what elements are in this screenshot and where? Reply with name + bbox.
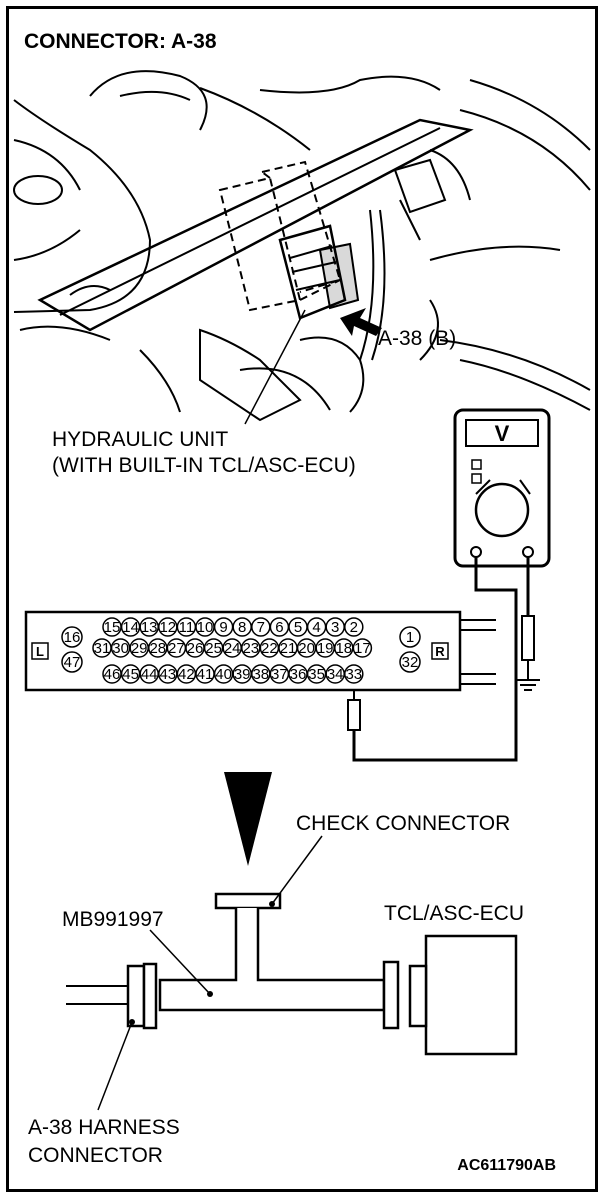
pin-6: 6 — [275, 619, 283, 636]
pin-3: 3 — [331, 619, 339, 636]
pin-22: 22 — [261, 640, 278, 657]
connector-right-mark: R — [435, 644, 445, 659]
pin-38: 38 — [252, 666, 269, 683]
pin-14: 14 — [122, 619, 139, 636]
pin-47-circle — [61, 651, 83, 673]
ground-clip — [516, 615, 540, 691]
pin-16: 16 — [64, 629, 81, 646]
pin-44: 44 — [141, 666, 158, 683]
pin-32: 32 — [402, 654, 419, 671]
pin-29: 29 — [131, 640, 148, 657]
harness-label-line2: CONNECTOR — [28, 1144, 163, 1167]
arrow-label: A-38 (B) — [378, 327, 456, 350]
pin-39: 39 — [234, 666, 251, 683]
pin-33-circle — [344, 664, 364, 684]
pin-36: 36 — [290, 666, 307, 683]
voltmeter — [453, 408, 551, 568]
pin-42: 42 — [178, 666, 195, 683]
pin-19: 19 — [317, 640, 334, 657]
diagram-frame — [6, 6, 598, 1192]
pin-13: 13 — [141, 619, 158, 636]
down-arrow — [224, 772, 272, 866]
engine-bay-illustration — [13, 70, 591, 422]
tool-dot — [207, 991, 213, 997]
pin-25: 25 — [205, 640, 222, 657]
pin-9: 9 — [219, 619, 227, 636]
harness-leader-lines — [97, 835, 323, 1111]
harness-dot — [129, 1019, 135, 1025]
pin-17: 17 — [354, 640, 371, 657]
pin-32-circle — [399, 651, 421, 673]
connector-pointer-arrow — [340, 308, 382, 336]
pin-20: 20 — [298, 640, 315, 657]
pin-17-circle — [352, 638, 373, 658]
pin-8: 8 — [238, 619, 246, 636]
hydraulic-unit-label-line2: (WITH BUILT-IN TCL/ASC-ECU) — [52, 454, 356, 477]
pin-5: 5 — [294, 619, 302, 636]
diagram-title: CONNECTOR: A-38 — [24, 30, 217, 53]
pin-35: 35 — [308, 666, 325, 683]
pin-1: 1 — [406, 629, 414, 646]
pin-12: 12 — [159, 619, 176, 636]
pin-21: 21 — [280, 640, 297, 657]
pin-26: 26 — [187, 640, 204, 657]
pin-37: 37 — [271, 666, 288, 683]
check-connector-dot — [269, 901, 275, 907]
connector-left-mark: L — [36, 644, 44, 659]
pin-4: 4 — [312, 619, 320, 636]
ecu-label: TCL/ASC-ECU — [384, 902, 524, 925]
check-connector-label: CHECK CONNECTOR — [296, 812, 510, 835]
pin-30: 30 — [112, 640, 129, 657]
pin-1-circle — [399, 626, 421, 648]
pin-18: 18 — [335, 640, 352, 657]
connector-right-pins: 132 — [399, 626, 421, 673]
pin-46: 46 — [104, 666, 121, 683]
harness-label-line1: A-38 HARNESS — [28, 1116, 180, 1139]
pin-45: 45 — [122, 666, 139, 683]
hydraulic-unit-label-line1: HYDRAULIC UNIT — [52, 428, 228, 451]
figure-code: AC611790AB — [457, 1157, 556, 1174]
test-leads — [352, 556, 530, 762]
pin-2-circle — [344, 617, 364, 637]
pin-24: 24 — [224, 640, 241, 657]
check-harness — [66, 892, 518, 1056]
voltmeter-display: V — [495, 421, 510, 446]
pin-16-circle — [61, 626, 83, 648]
pin-31: 31 — [94, 640, 111, 657]
pin-7: 7 — [257, 619, 265, 636]
pin-10: 10 — [197, 619, 214, 636]
pin-15: 15 — [104, 619, 121, 636]
pin-41: 41 — [197, 666, 214, 683]
pin-2: 2 — [350, 619, 358, 636]
tool-label: MB991997 — [62, 908, 164, 931]
pin-28: 28 — [149, 640, 166, 657]
pin-34: 34 — [327, 666, 344, 683]
hydraulic-leader-line — [244, 309, 306, 425]
pin-43: 43 — [159, 666, 176, 683]
pin-27: 27 — [168, 640, 185, 657]
pin-11: 11 — [179, 619, 195, 636]
pin-23: 23 — [242, 640, 259, 657]
pin-47: 47 — [64, 654, 81, 671]
pin-33: 33 — [345, 666, 362, 683]
pin-40: 40 — [215, 666, 232, 683]
